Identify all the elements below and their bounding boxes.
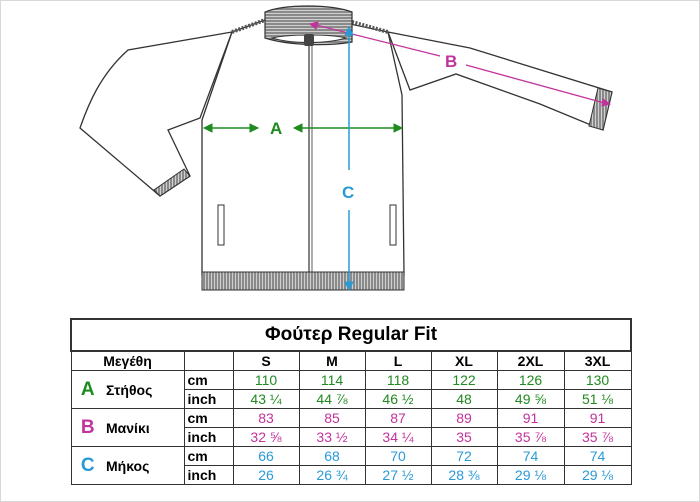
size-l: L	[364, 350, 432, 371]
table-cell: 66	[232, 446, 300, 466]
table-cell: 27 ½	[364, 465, 432, 485]
size-xl: XL	[430, 350, 498, 371]
table-cell: 29 ⅛	[563, 465, 632, 485]
label-a: A	[270, 119, 282, 138]
sizes-header-row: Μεγέθη S M L XL 2XL 3XL	[70, 350, 632, 371]
table-cell: 35 ⅞	[563, 427, 632, 447]
table-cell: 48	[430, 389, 498, 409]
label-b: B	[445, 52, 457, 71]
table-cell: 33 ½	[298, 427, 366, 447]
sleeve-letter: B	[70, 408, 104, 447]
left-cuff	[153, 168, 191, 197]
sizes-header: Μεγέθη	[70, 350, 185, 371]
length-inch-row: inch 26 26 ¾ 27 ½ 28 ⅜ 29 ⅛ 29 ⅛	[71, 465, 632, 485]
table-cell: 74	[563, 446, 632, 466]
table-cell: 26 ¾	[298, 465, 366, 485]
length-cm-row: C Μήκος cm 66 68 70 72 74 74	[70, 446, 632, 485]
unit-cm: cm	[183, 370, 234, 390]
length-measurement	[344, 25, 354, 292]
waistband	[201, 271, 405, 291]
table-cell: 126	[496, 370, 565, 390]
table-cell: 85	[298, 408, 366, 428]
table-cell: 46 ½	[364, 389, 432, 409]
sleeve-cm-row: B Μανίκι cm 83 85 87 89 91 91	[70, 408, 632, 447]
table-cell: 51 ⅛	[563, 389, 632, 409]
table-title: Φούτερ Regular Fit	[69, 318, 633, 352]
table-cell: 122	[430, 370, 498, 390]
jacket-diagram: A B C	[79, 5, 613, 292]
table-cell: 70	[364, 446, 432, 466]
sleeve-measurement	[308, 21, 612, 107]
table-cell: 118	[364, 370, 432, 390]
unit-inch: inch	[183, 389, 234, 409]
unit-cm: cm	[183, 408, 234, 428]
unit-cm: cm	[183, 446, 234, 466]
table-cell: 110	[232, 370, 300, 390]
chest-inch-row: inch 43 ¼ 44 ⅞ 46 ½ 48 49 ⅝ 51 ⅛	[71, 389, 632, 409]
length-letter: C	[70, 446, 104, 485]
table-cell: 44 ⅞	[298, 389, 366, 409]
size-2xl: 2XL	[496, 350, 565, 371]
table-cell: 83	[232, 408, 300, 428]
table-cell: 91	[496, 408, 565, 428]
table-cell: 114	[298, 370, 366, 390]
table-cell: 87	[364, 408, 432, 428]
unit-inch: inch	[183, 465, 234, 485]
table-cell: 68	[298, 446, 366, 466]
length-name: Μήκος	[104, 446, 185, 485]
table-cell: 72	[430, 446, 498, 466]
unit-inch: inch	[183, 427, 234, 447]
chest-measurement	[202, 123, 404, 133]
size-chart-table: Φούτερ Regular Fit Μεγέθη S M L XL 2XL 3…	[69, 318, 633, 485]
table-cell: 26	[232, 465, 300, 485]
left-pocket	[217, 204, 225, 246]
chest-letter: A	[70, 370, 104, 409]
chest-name: Στήθος	[104, 370, 185, 409]
size-m: M	[298, 350, 366, 371]
size-3xl: 3XL	[563, 350, 632, 371]
table-cell: 130	[563, 370, 632, 390]
table-cell: 49 ⅝	[496, 389, 565, 409]
label-c: C	[342, 183, 354, 202]
size-s: S	[232, 350, 300, 371]
table-cell: 74	[496, 446, 565, 466]
table-cell: 91	[563, 408, 632, 428]
table-cell: 29 ⅛	[496, 465, 565, 485]
table-cell: 43 ¼	[232, 389, 300, 409]
table-cell: 28 ⅜	[430, 465, 498, 485]
collar	[264, 5, 353, 46]
chest-cm-row: A Στήθος cm 110 114 118 122 126 130	[70, 370, 632, 409]
sleeve-name: Μανίκι	[104, 408, 185, 447]
table-cell: 35	[430, 427, 498, 447]
jacket-body	[201, 19, 405, 276]
sleeve-inch-row: inch 32 ⅝ 33 ½ 34 ¼ 35 35 ⅞ 35 ⅞	[71, 427, 632, 447]
empty-header-cell	[183, 350, 234, 371]
table-cell: 32 ⅝	[232, 427, 300, 447]
right-sleeve	[386, 31, 613, 131]
right-pocket	[389, 204, 397, 246]
table-cell: 89	[430, 408, 498, 428]
table-cell: 35 ⅞	[496, 427, 565, 447]
table-cell: 34 ¼	[364, 427, 432, 447]
